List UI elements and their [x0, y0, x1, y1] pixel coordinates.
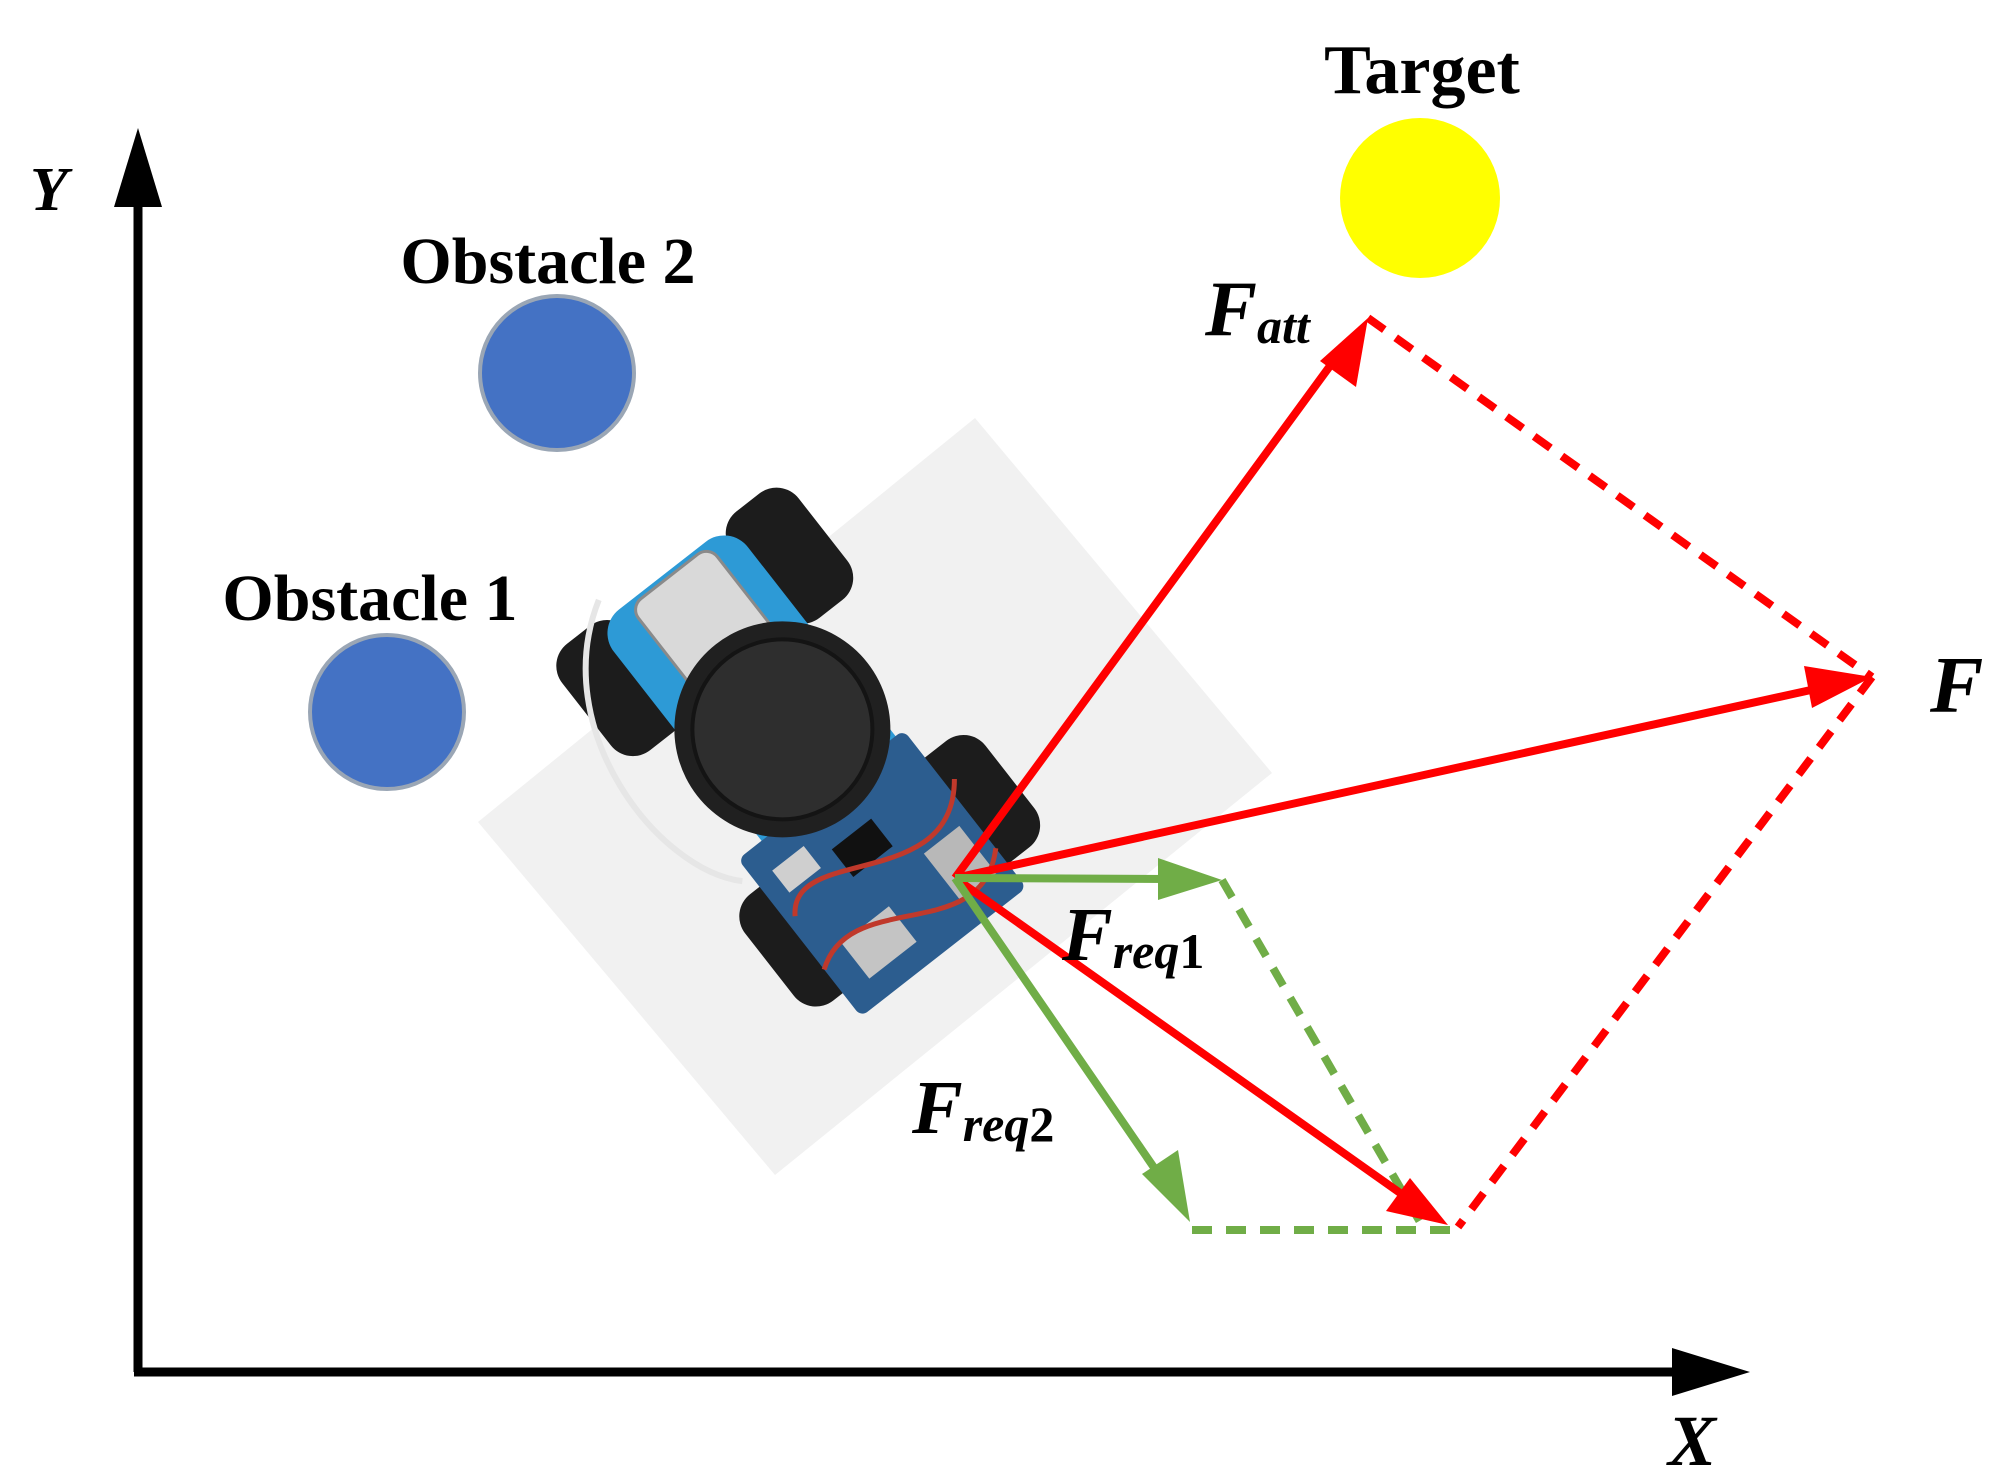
force-f-shaft [954, 684, 1821, 882]
robot-speaker-grille [690, 637, 875, 822]
obstacle-1-label: Obstacle 1 [222, 562, 517, 635]
robot-wheel-rear-right [912, 734, 1041, 872]
obstacle-2: Obstacle 2 [400, 225, 696, 452]
force-req1-label: Freq1 [1061, 893, 1204, 979]
x-axis-arrowhead [1672, 1348, 1750, 1396]
axes: Y X [30, 128, 1750, 1481]
robot-cable [582, 598, 743, 885]
construction-lines [1192, 314, 1876, 1234]
red-dashed-att-to-f [1365, 314, 1875, 681]
robot-wheel-front-right [725, 487, 854, 624]
obstacle-2-label: Obstacle 2 [400, 225, 695, 298]
robot-board-chip [831, 818, 893, 877]
force-req2-label: Freq2 [911, 1066, 1054, 1152]
robot-car-photo [478, 418, 1272, 1175]
robot-board-chip [772, 845, 821, 893]
robot-board-port [841, 906, 917, 979]
force-repulsive-sum-shaft [952, 874, 1413, 1204]
target: Target [1324, 32, 1520, 278]
x-axis-label: X [1666, 1401, 1718, 1481]
force-repulsive-sum-arrowhead [1386, 1178, 1448, 1225]
force-att-label: Fatt [1204, 265, 1312, 354]
obstacle-1: Obstacle 1 [222, 562, 518, 791]
y-axis-label: Y [30, 156, 73, 224]
force-att-shaft [951, 352, 1342, 881]
y-axis-arrowhead [114, 128, 162, 207]
green-dashed-freq1-to-sum [1218, 877, 1424, 1225]
force-att-arrowhead [1320, 318, 1368, 387]
force-req2-arrowhead [1142, 1150, 1190, 1222]
force-f-label: F [1929, 642, 1983, 730]
obstacle-2-circle [478, 294, 636, 452]
force-req1-arrowhead [1158, 858, 1222, 900]
obstacle-1-circle [308, 633, 466, 791]
force-vectors [951, 318, 1872, 1225]
force-f-arrowhead [1804, 666, 1872, 708]
target-circle [1340, 118, 1500, 278]
target-label: Target [1324, 32, 1520, 109]
robot-board-port [923, 825, 997, 901]
robot-wires [792, 778, 957, 917]
force-req2-shaft [951, 875, 1170, 1188]
force-req1-shaft [954, 874, 1169, 883]
red-dashed-f-to-sum [1454, 674, 1876, 1230]
